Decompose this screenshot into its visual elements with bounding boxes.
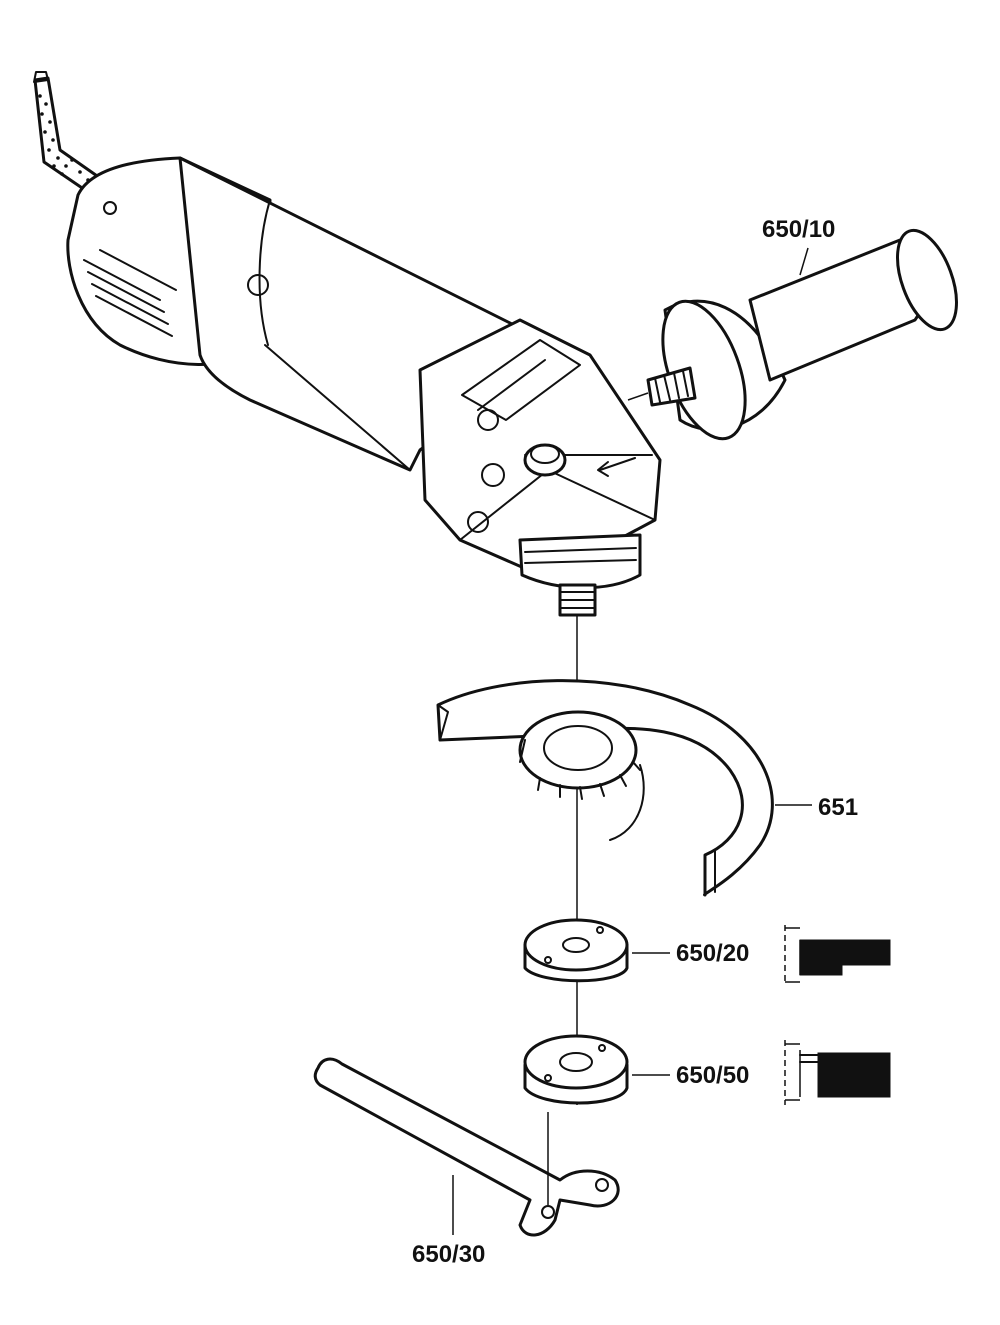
flange-cross-section-650-20 [784, 925, 891, 985]
two-pin-spanner [313, 1057, 620, 1237]
part-label-650-30: 650/30 [412, 1241, 486, 1268]
power-cord [33, 71, 102, 194]
nut-cross-section-650-50 [784, 1040, 891, 1105]
wheel-guard [436, 679, 774, 897]
part-label-650-10: 650/10 [762, 216, 836, 243]
side-handle [627, 228, 958, 441]
part-label-650-20: 650/20 [676, 940, 750, 967]
inner-flange [523, 918, 629, 983]
part-label-651: 651 [818, 794, 859, 821]
part-label-650-50: 650/50 [676, 1062, 750, 1089]
grinder-body [66, 156, 662, 617]
clamping-nut [523, 1034, 629, 1105]
leader-lines [452, 247, 812, 1235]
